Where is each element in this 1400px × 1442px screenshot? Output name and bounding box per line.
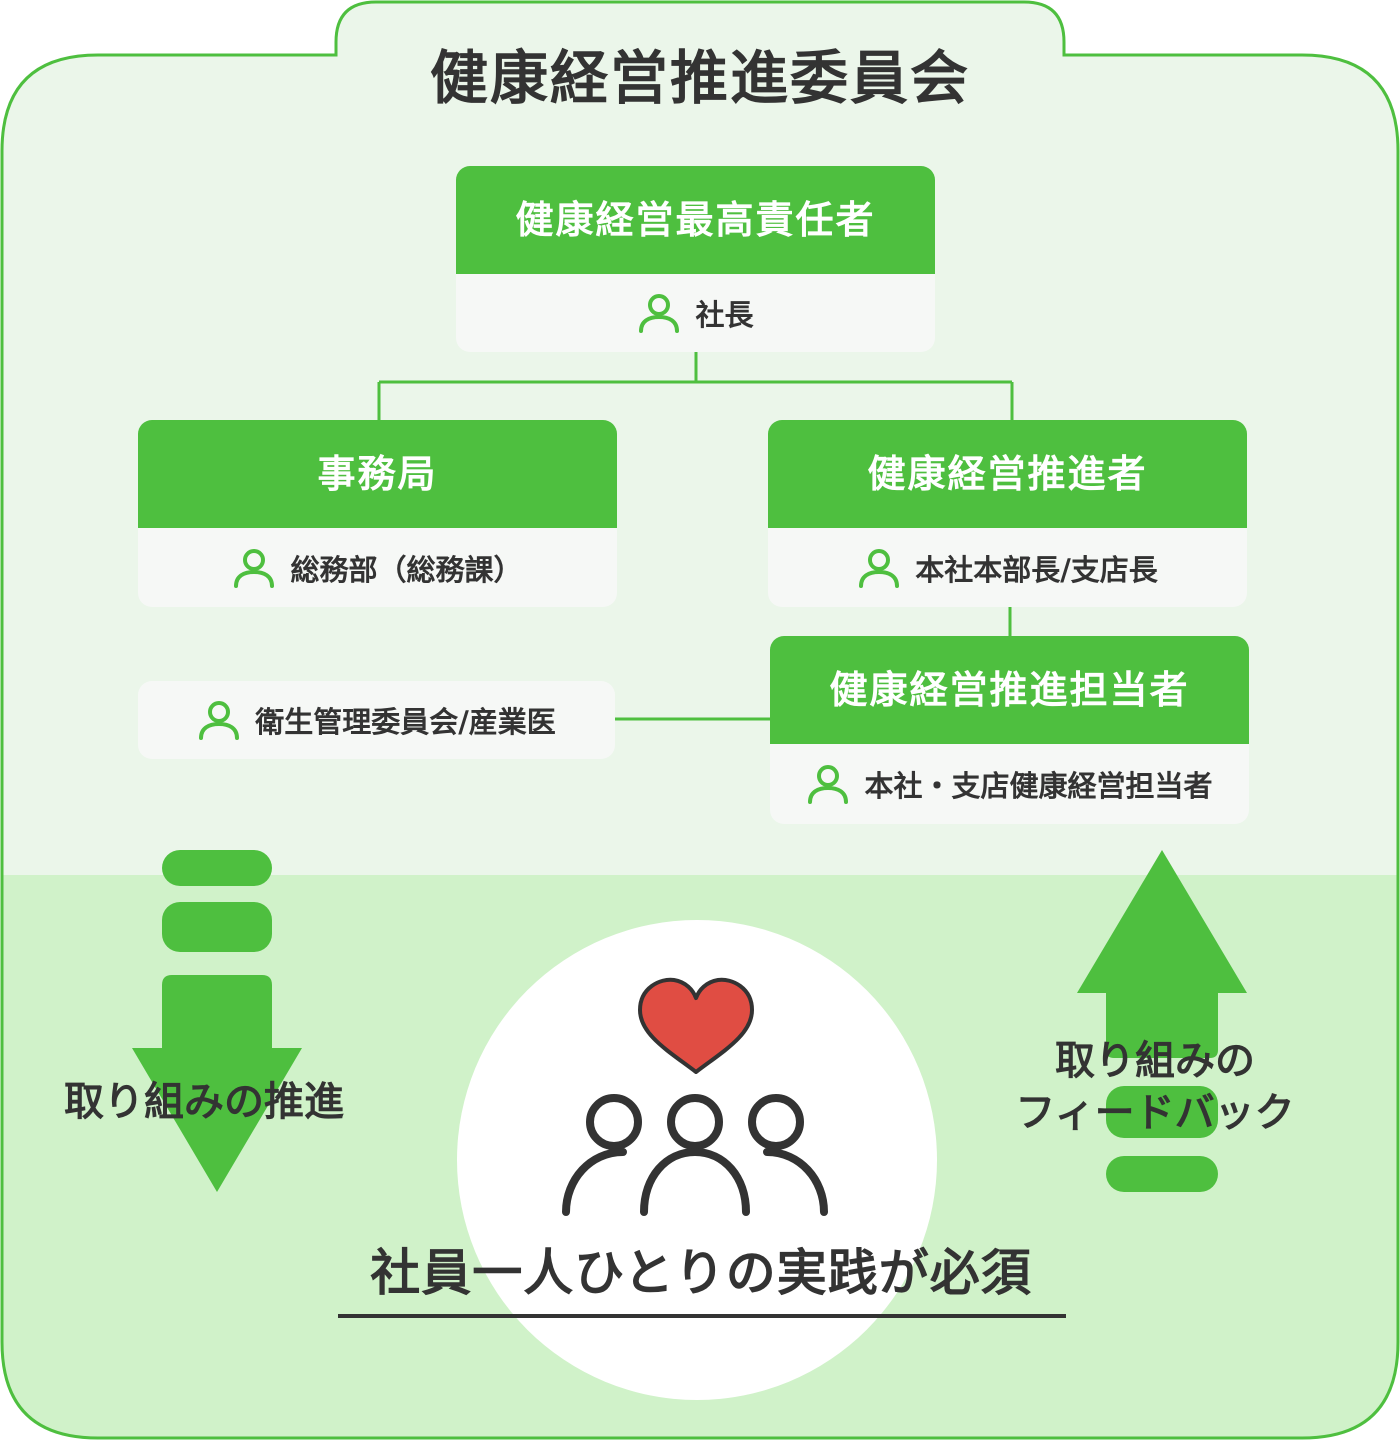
down-flow-label: 取り組みの推進	[64, 1079, 344, 1125]
chief-member: 社長	[695, 298, 754, 332]
center-circle	[457, 920, 937, 1400]
footer-underline	[338, 1314, 1066, 1318]
person-icon	[639, 294, 680, 333]
person-icon	[859, 549, 900, 588]
chief-card: 健康経営最高責任者 社長	[456, 166, 935, 352]
secretariat-member: 総務部（総務課）	[290, 553, 523, 587]
down-arrow-icon	[132, 850, 302, 1192]
people-group-icon	[562, 1094, 828, 1216]
advisor-member: 衛生管理委員会/産業医	[255, 705, 556, 739]
person-icon	[808, 765, 849, 804]
advisor-card: 衛生管理委員会/産業医	[138, 681, 615, 759]
staff-role: 健康経営推進担当者	[770, 636, 1249, 744]
promoter-member: 本社本部長/支店長	[915, 553, 1158, 587]
chief-member-row: 社長	[456, 274, 935, 352]
promoter-card: 健康経営推進者 本社本部長/支店長	[768, 420, 1247, 607]
up-arrow-icon	[1077, 850, 1247, 1192]
staff-member: 本社・支店健康経営担当者	[864, 769, 1213, 803]
promoter-member-row: 本社本部長/支店長	[768, 528, 1247, 607]
person-icon	[199, 701, 240, 740]
heart-icon	[638, 977, 754, 1074]
org-connectors	[377, 352, 1014, 721]
footer-statement: 社員一人ひとりの実践が必須	[370, 1244, 1032, 1302]
secretariat-role: 事務局	[138, 420, 617, 528]
staff-card: 健康経営推進担当者 本社・支店健康経営担当者	[770, 636, 1249, 824]
secretariat-member-row: 総務部（総務課）	[138, 528, 617, 607]
promoter-role: 健康経営推進者	[768, 420, 1247, 528]
up-flow-label-line2: フィードバック	[1015, 1090, 1295, 1136]
chief-role: 健康経営最高責任者	[456, 166, 935, 274]
staff-member-row: 本社・支店健康経営担当者	[770, 744, 1249, 824]
secretariat-card: 事務局 総務部（総務課）	[138, 420, 617, 607]
person-icon	[234, 549, 275, 588]
committee-title: 健康経営推進委員会	[429, 44, 970, 112]
up-flow-label-line1: 取り組みの	[1055, 1038, 1255, 1084]
